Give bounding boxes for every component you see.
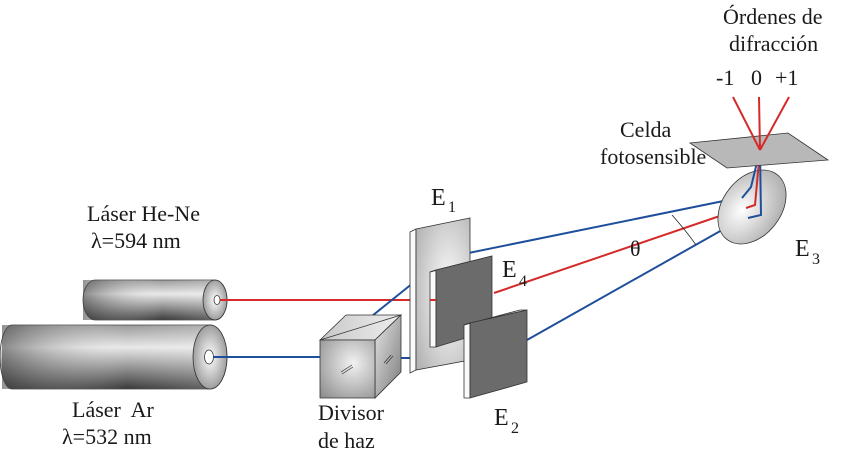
beam-splitter-front	[319, 339, 376, 399]
beam-splitter-label-line1: Divisor	[318, 400, 385, 425]
mirror-e1-edge	[409, 228, 417, 374]
beam-splitter-diagonal	[319, 314, 402, 341]
beam-splitter-label-line2: de haz	[318, 428, 375, 453]
mirror-e2	[463, 309, 528, 399]
beam-splitter	[312, 314, 402, 399]
diffraction-order-minus1	[732, 96, 761, 151]
laser-hene-shade	[83, 280, 215, 320]
mirror-e2-index: 2	[511, 420, 519, 437]
laser-ar-aperture	[204, 349, 214, 365]
beam-e3-blue-lower	[747, 149, 763, 219]
laser-hene-name-label: Láser He-Ne	[87, 201, 200, 226]
laser-ar-shade	[2, 325, 210, 389]
angle-theta-label: θ	[630, 236, 641, 261]
mirror-e4-edge	[429, 269, 437, 348]
angle-arc	[671, 214, 697, 246]
diffraction-order-zero	[758, 96, 761, 151]
beam-splitter-mark-side	[383, 354, 392, 364]
order-minus1-label: -1	[716, 65, 734, 90]
diffraction-order-plus1	[759, 96, 790, 151]
mirror-e3	[717, 149, 787, 245]
beam-splitter-mark-side2	[385, 355, 394, 365]
diffraction-orders	[732, 96, 790, 151]
laser-ar	[0, 324, 228, 390]
mirror-e3-letter: E	[795, 236, 810, 262]
mirror-e1-label: E 1	[431, 185, 456, 216]
laser-ar-wavelength-label: λ=532 nm	[62, 424, 152, 449]
mirror-e3-label: E 3	[795, 236, 820, 268]
orders-label-line1: Órdenes de	[723, 4, 823, 29]
mirror-e4-letter: E	[502, 257, 517, 283]
mirror-e1-letter: E	[431, 185, 446, 211]
beam-e3-red	[745, 149, 761, 209]
orders-label-line2: difracción	[729, 31, 818, 56]
cell-label-line2: fotosensible	[600, 144, 706, 169]
laser-hene-wavelength-label: λ=594 nm	[91, 228, 181, 253]
beam-e2-to-e3	[526, 211, 755, 341]
mirror-e2-edge	[463, 322, 471, 399]
mirror-e4-label: E 4	[502, 257, 527, 290]
cell-label-line1: Celda	[620, 117, 672, 142]
laser-ar-name-label: Láser Ar	[72, 397, 155, 422]
beam-splitter-mark-front2	[341, 366, 354, 375]
laser-hene-aperture	[213, 295, 221, 305]
order-zero-label: 0	[751, 65, 762, 90]
mirror-e2-letter: E	[494, 405, 509, 431]
beam-e4-to-e3	[493, 204, 753, 294]
mirror-e4-index: 4	[519, 273, 527, 290]
photosensitive-cell	[688, 132, 830, 169]
order-plus1-label: +1	[775, 65, 798, 90]
beam-splitter-mark-front	[340, 364, 353, 373]
laser-hene	[82, 279, 228, 321]
mirror-e2-label: E 2	[494, 405, 519, 437]
mirror-e1-index: 1	[448, 199, 456, 216]
mirror-e2-face	[469, 309, 528, 399]
mirror-e3-index: 3	[812, 251, 820, 268]
